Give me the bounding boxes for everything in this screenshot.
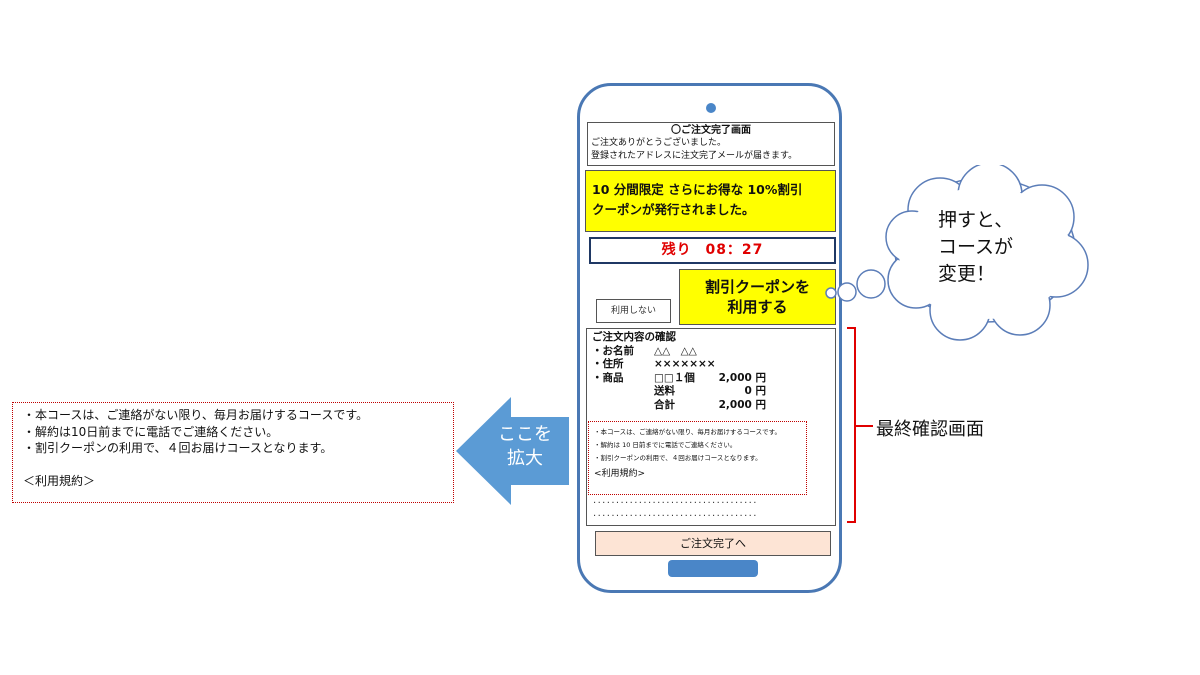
terms-notice-small: ・本コースは、ご連絡がない限り、毎月お届けするコースです。 ・解約は 10 日前… [588,421,807,495]
terms-zoom-line-3: ・割引クーポンの利用で、４回お届けコースとなります。 [23,441,333,455]
thanks-text: ご注文ありがとうございました。 [591,138,727,148]
use-coupon-line-2: 利用する [727,298,788,316]
terms-zoom-link: ＜利用規約＞ [23,473,96,488]
terms-small-line-3: ・割引クーポンの利用で、４回お届けコースとなります。 [594,454,762,462]
cloud-line-1: 押すと、 [938,209,1014,231]
screen-title: 〇ご注文完了画面 [671,125,751,136]
terms-small-line-1: ・本コースは、ご連絡がない限り、毎月お届けするコースです。 [594,428,781,436]
item-label: ・商品 [592,371,624,384]
address-value: ××××××× [654,358,716,370]
terms-small-link[interactable]: <利用規約> [594,469,646,479]
mail-notice-text: 登録されたアドレスに注文完了メールが届きます。 [591,151,798,161]
dotted-line-1: ···································· [593,499,758,509]
terms-zoom-line-1: ・本コースは、ご連絡がない限り、毎月お届けするコースです。 [23,408,369,422]
total-label: 合計 [654,398,675,411]
cloud-line-3: 変更！ [938,263,996,285]
total-value: 2,000 円 [718,398,766,411]
name-row: ・お名前 △△ △△ [592,345,830,359]
name-value: △△ △△ [654,344,697,357]
arrow-label-line-1: ここを [498,424,552,445]
total-row: 合計 2,000 円 [592,399,830,413]
thought-cloud: 押すと、 コースが 変更！ [820,165,1090,345]
timer-label: 残り [661,242,692,258]
timer-value: 08：27 [705,242,764,258]
cloud-icon [825,165,1089,341]
final-confirm-label: 最終確認画面 [876,419,984,440]
use-coupon-button[interactable]: 割引クーポンを 利用する [679,269,836,325]
coupon-promo-banner: 10 分間限定 さらにお得な 10%割引 クーポンが発行されました。 [585,170,836,232]
zoom-arrow: ここを 拡大 [456,397,571,505]
arrow-label-line-2: 拡大 [507,448,543,469]
left-arrow-icon [456,397,569,505]
promo-line-2: クーポンが発行されました。 [592,202,755,217]
final-confirm-bracket [847,327,873,523]
item-name: □□１個 [654,371,695,384]
smartphone-frame: 〇ご注文完了画面 ご注文ありがとうございました。 登録されたアドレスに注文完了メ… [577,83,842,593]
countdown-timer: 残り 08：27 [589,237,836,264]
terms-small-line-2: ・解約は 10 日前までに電話でご連絡ください。 [594,441,737,449]
dotted-line-2: ···································· [593,512,758,522]
cloud-line-2: コースが [938,236,1014,258]
promo-line-1: 10 分間限定 さらにお得な 10%割引 [592,182,803,197]
arrow-label: ここを 拡大 [485,423,565,471]
name-label: ・お名前 [592,344,634,357]
terms-zoom-line-2: ・解約は10日前までに電話でご連絡ください。 [23,424,279,439]
shipping-label: 送料 [654,385,675,397]
home-button [668,560,758,577]
complete-order-button[interactable]: ご注文完了へ [595,531,831,556]
decline-coupon-button[interactable]: 利用しない [596,299,671,323]
address-label: ・住所 [592,358,624,370]
order-confirmation-panel: ご注文内容の確認 ・お名前 △△ △△ ・住所 ××××××× ・商品 □□１個… [586,328,836,526]
address-row: ・住所 ××××××× [592,358,830,372]
terms-notice-zoomed: ・本コースは、ご連絡がない限り、毎月お届けするコースです。 ・解約は10日前まで… [12,402,454,503]
use-coupon-line-1: 割引クーポンを [704,278,810,296]
shipping-row: 送料 0 円 [592,385,830,399]
order-complete-header: 〇ご注文完了画面 ご注文ありがとうございました。 登録されたアドレスに注文完了メ… [587,122,835,166]
cloud-message: 押すと、 コースが 変更！ [938,207,1048,288]
item-row: ・商品 □□１個 2,000 円 [592,372,830,386]
confirmation-title: ご注文内容の確認 [592,331,676,343]
shipping-value: 0 円 [744,385,766,397]
item-price: 2,000 円 [718,371,766,384]
camera-icon [706,103,716,113]
